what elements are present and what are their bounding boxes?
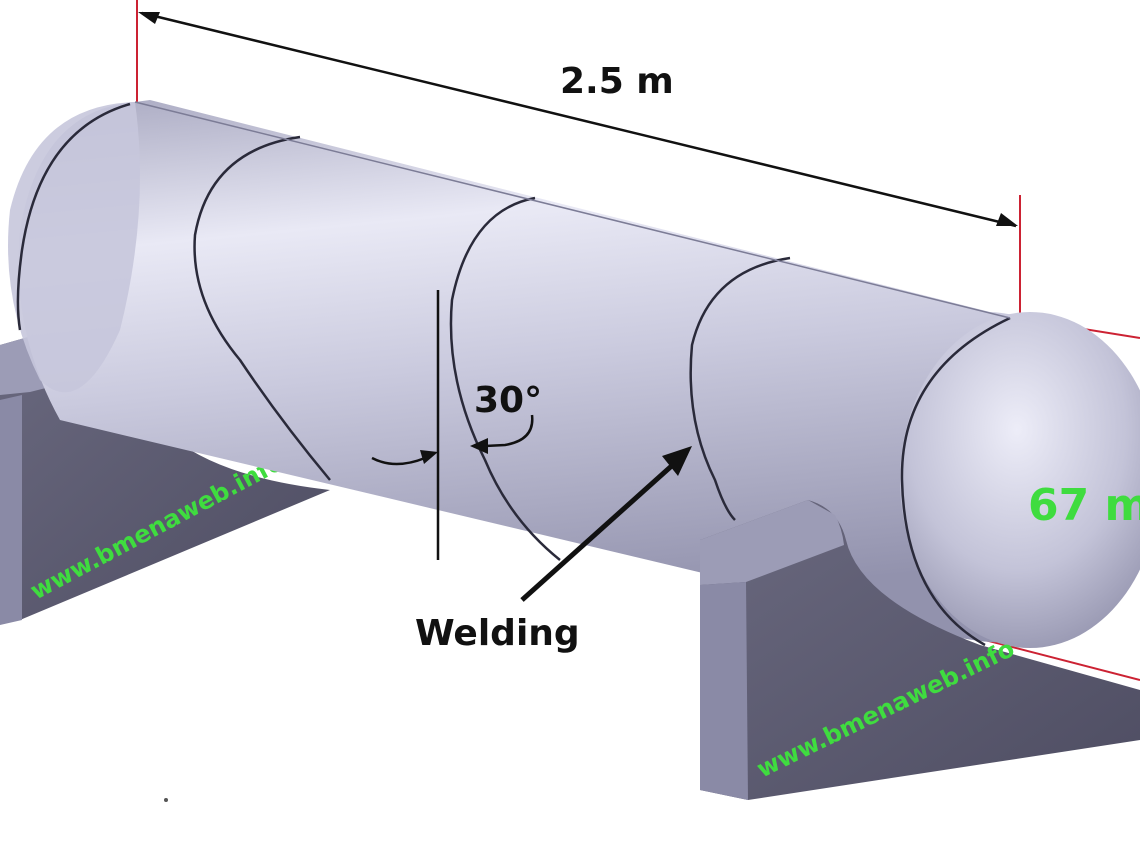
angle-arrowhead-left [420, 450, 438, 464]
length-arrowhead-left [138, 12, 160, 24]
tank-end-cap-right [900, 312, 1140, 648]
length-arrowhead-right [996, 213, 1018, 226]
saddle-right: www.bmenaweb.info [700, 500, 1140, 800]
diameter-leader-bottom [984, 639, 1140, 681]
angle-arc-left [371, 456, 426, 466]
seam-2 [193, 135, 331, 481]
seam-3 [449, 196, 561, 561]
tank-outline-top [134, 101, 1011, 319]
angle-arrowhead-right [470, 438, 488, 454]
end-cap-seam [900, 316, 1011, 647]
tank [8, 100, 1140, 648]
length-dimension-line [141, 11, 1017, 228]
welding-label: Welding [415, 613, 580, 654]
angle-arc-right [484, 414, 534, 448]
length-label: 2.5 m [560, 61, 674, 102]
welding-arrowhead [662, 446, 692, 476]
tank-body [18, 100, 1031, 643]
diameter-label: 67 m [1028, 480, 1140, 531]
welding-arrow-line [520, 460, 678, 602]
seam-4 [689, 256, 791, 521]
angle-label: 30° [474, 380, 542, 421]
stray-dot [164, 798, 168, 802]
seam-1 [16, 102, 131, 331]
tank-end-cap-left [8, 102, 140, 393]
